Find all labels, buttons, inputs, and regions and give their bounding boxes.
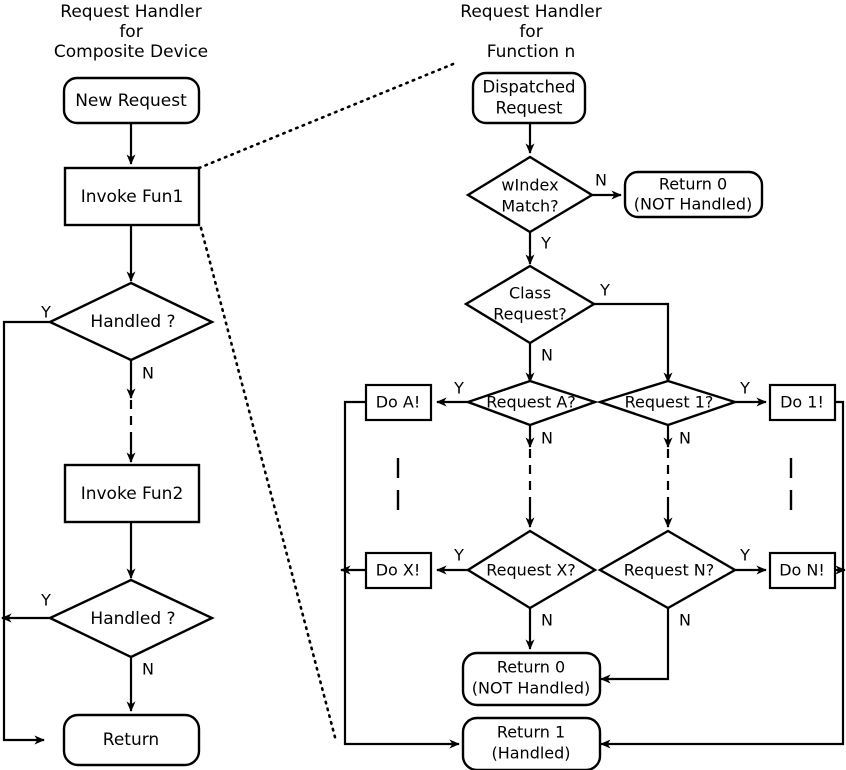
return0-bottom-shape — [461, 651, 602, 707]
edge-label-windex-no: N — [595, 171, 607, 190]
new-request-label: New Request — [75, 91, 187, 111]
request-x-shape — [465, 529, 598, 610]
windex-match-shape — [465, 155, 595, 234]
edge-handled1-yes-to-return — [2, 320, 50, 745]
edge-label-handled1-no: N — [142, 364, 154, 383]
class-request-label-2: Request? — [493, 305, 566, 324]
request-a-label: Request A? — [486, 393, 576, 412]
dispatched-request-label-1: Dispatched — [482, 78, 575, 97]
do-a-label: Do A! — [376, 393, 421, 412]
left-title-line-2: for — [119, 22, 142, 42]
node-windex-match[interactable]: wIndex Match? — [465, 155, 595, 234]
node-return1-bottom[interactable]: Return 1 (Handled) — [461, 716, 602, 770]
right-panel-title: Request Handler for Function n — [460, 2, 601, 62]
edge-label-request-a-no: N — [541, 429, 553, 448]
request-n-shape — [597, 529, 738, 610]
do-x-shape — [364, 551, 433, 590]
node-class-request[interactable]: Class Request? — [463, 264, 597, 345]
handled-1-label: Handled ? — [90, 312, 175, 332]
dispatched-request-shape — [471, 71, 587, 125]
edge-label-class-yes: Y — [599, 281, 610, 300]
node-return0-bottom[interactable]: Return 0 (NOT Handled) — [461, 651, 602, 707]
node-handled-2[interactable]: Handled ? — [47, 578, 215, 659]
do-x-label: Do X! — [376, 561, 421, 580]
right-title-line-3: Function n — [487, 42, 576, 62]
return0-top-label-1: Return 0 — [659, 175, 727, 194]
right-title-line-1: Request Handler — [460, 2, 601, 22]
edge-label-handled2-yes: Y — [40, 591, 51, 610]
edge-class-yes-to-request-1 — [594, 302, 673, 383]
edge-label-handled1-yes: Y — [40, 303, 51, 322]
edge-label-windex-yes: Y — [540, 234, 551, 253]
edge-label-request-x-no: N — [541, 611, 553, 630]
edge-label-request-n-yes: Y — [739, 546, 750, 565]
left-panel-title: Request Handler for Composite Device — [54, 2, 208, 62]
request-x-label: Request X? — [486, 561, 576, 580]
request-1-label: Request 1? — [625, 393, 714, 412]
edge-label-request-a-yes: Y — [453, 379, 464, 398]
do-1-shape — [768, 383, 837, 422]
class-request-label-1: Class — [509, 284, 551, 303]
node-do-1[interactable]: Do 1! — [768, 383, 837, 422]
node-handled-1[interactable]: Handled ? — [47, 281, 215, 362]
new-request-shape — [62, 76, 201, 125]
dispatched-request-label-2: Request — [495, 99, 563, 118]
return1-bottom-label-2: (Handled) — [491, 744, 570, 763]
invoke-fun1-shape — [63, 166, 201, 227]
edge-label-request-1-yes: Y — [739, 379, 750, 398]
node-invoke-fun2[interactable]: Invoke Fun2 — [63, 463, 201, 524]
left-title-line-3: Composite Device — [54, 42, 208, 62]
return1-bottom-label-1: Return 1 — [497, 723, 565, 742]
request-n-label: Request N? — [624, 561, 715, 580]
invoke-fun2-label: Invoke Fun2 — [81, 484, 184, 504]
node-new-request[interactable]: New Request — [62, 76, 201, 125]
callout-dotted-lines — [197, 60, 460, 743]
class-request-shape — [463, 264, 597, 345]
right-title-line-2: for — [519, 22, 542, 42]
handled-1-shape — [47, 281, 215, 362]
edge-label-class-no: N — [541, 346, 553, 365]
edge-label-handled2-no: N — [142, 660, 154, 679]
node-return[interactable]: Return — [62, 713, 201, 767]
node-request-a[interactable]: Request A? — [464, 379, 599, 427]
node-do-x[interactable]: Do X! — [364, 551, 433, 590]
invoke-fun2-shape — [63, 463, 201, 524]
do-1-label: Do 1! — [780, 393, 824, 412]
return0-top-shape — [623, 170, 764, 219]
edge-label-request-n-no: N — [679, 611, 691, 630]
handled-2-shape — [47, 578, 215, 659]
return0-top-label-2: (NOT Handled) — [634, 195, 752, 214]
return-shape — [62, 713, 201, 767]
do-a-shape — [364, 383, 433, 422]
node-return0-top[interactable]: Return 0 (NOT Handled) — [623, 170, 764, 219]
return0-bottom-label-2: (NOT Handled) — [472, 679, 590, 698]
return0-bottom-label-1: Return 0 — [497, 658, 565, 677]
handled-2-label: Handled ? — [90, 609, 175, 629]
node-do-a[interactable]: Do A! — [364, 383, 433, 422]
node-invoke-fun1[interactable]: Invoke Fun1 — [63, 166, 201, 227]
node-request-1[interactable]: Request 1? — [596, 379, 739, 427]
request-1-shape — [596, 379, 739, 427]
edge-request-n-no-to-return0-bottom — [600, 608, 670, 684]
node-request-n[interactable]: Request N? — [597, 529, 738, 610]
node-dispatched-request[interactable]: Dispatched Request — [471, 71, 587, 125]
edge-label-request-1-no: N — [679, 429, 691, 448]
invoke-fun1-label: Invoke Fun1 — [81, 187, 184, 207]
windex-match-label-1: wIndex — [501, 176, 558, 195]
left-title-line-1: Request Handler — [60, 2, 201, 22]
node-do-n[interactable]: Do N! — [768, 551, 837, 590]
return-label: Return — [103, 730, 159, 750]
request-a-shape — [464, 379, 599, 427]
return1-bottom-shape — [461, 716, 602, 770]
edge-label-request-x-yes: Y — [453, 546, 464, 565]
windex-match-label-2: Match? — [501, 197, 558, 216]
node-request-x[interactable]: Request X? — [465, 529, 598, 610]
do-n-shape — [768, 551, 837, 590]
do-n-label: Do N! — [779, 561, 825, 580]
